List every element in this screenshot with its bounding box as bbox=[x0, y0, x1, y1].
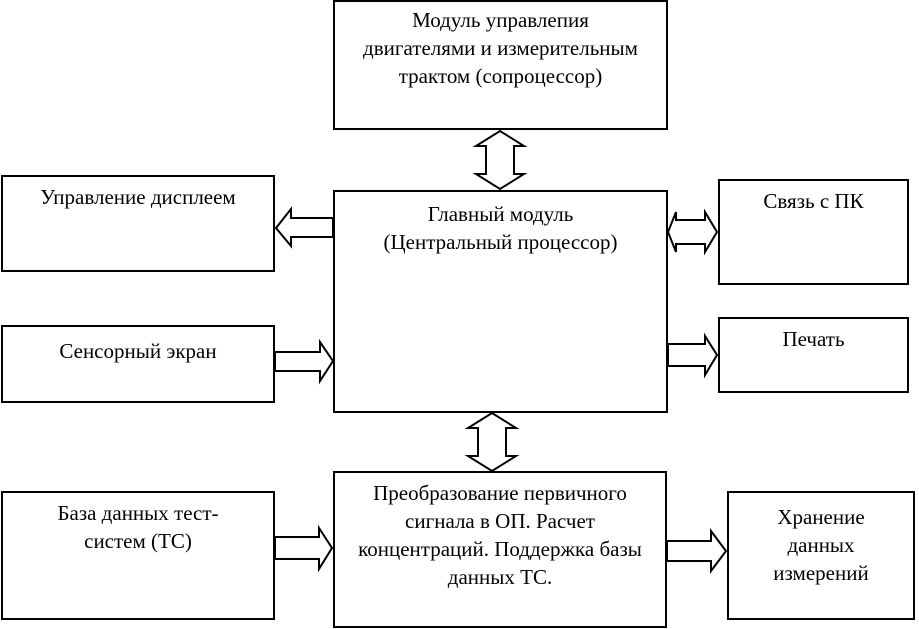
display-control-block: Управление дисплеем bbox=[1, 175, 275, 272]
conversion-block: Преобразование первичного сигнала в ОП. … bbox=[333, 471, 667, 628]
storage-label: Хранение данных измерений bbox=[773, 505, 869, 585]
coprocessor-block: Модуль управлепия двигателями и измерите… bbox=[333, 0, 668, 130]
touchscreen-label: Сенсорный экран bbox=[59, 339, 217, 363]
ts-database-block: База данных тест-систем (ТС) bbox=[1, 491, 275, 620]
arrow-main-pclink bbox=[666, 208, 719, 256]
arrow-touchscreen-main bbox=[274, 338, 335, 385]
display-control-label: Управление дисплеем bbox=[40, 185, 236, 209]
arrow-tsdb-conversion bbox=[274, 524, 334, 573]
arrow-main-conversion bbox=[464, 411, 520, 473]
print-label: Печать bbox=[782, 327, 845, 351]
arrow-conversion-storage bbox=[666, 528, 728, 574]
pc-link-label: Связь с ПК bbox=[763, 189, 864, 213]
arrow-main-display bbox=[274, 206, 334, 249]
arrow-coprocessor-main bbox=[472, 129, 528, 191]
print-block: Печать bbox=[718, 317, 909, 393]
main-module-label: Главный модуль (Центральный процессор) bbox=[383, 202, 618, 254]
ts-database-label: База данных тест-систем (ТС) bbox=[57, 501, 219, 553]
touchscreen-block: Сенсорный экран bbox=[1, 325, 275, 403]
pc-link-block: Связь с ПК bbox=[718, 179, 909, 285]
coprocessor-label: Модуль управлепия двигателями и измерите… bbox=[363, 8, 638, 88]
arrow-main-print bbox=[667, 332, 719, 379]
main-module-block: Главный модуль (Центральный процессор) bbox=[333, 190, 668, 413]
storage-block: Хранение данных измерений bbox=[727, 491, 915, 620]
conversion-label: Преобразование первичного сигнала в ОП. … bbox=[358, 481, 642, 589]
